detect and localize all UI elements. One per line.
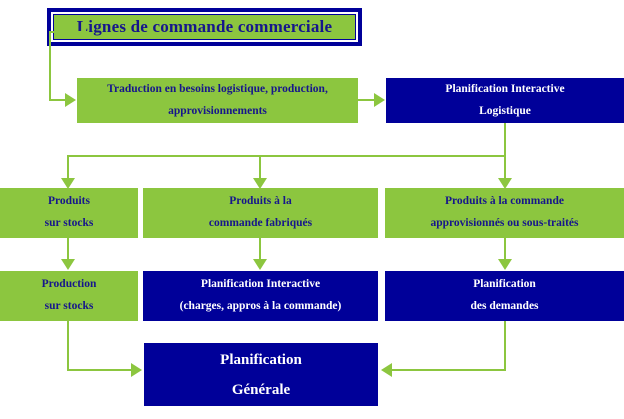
connector-title-to-traduction-bottom (49, 99, 71, 101)
connector-traduction-to-pil (358, 99, 378, 101)
node-label-line1: Planification Interactive (445, 82, 565, 95)
node-label-line2: sur stocks (44, 217, 94, 229)
node-label-line2: sur stocks (44, 300, 94, 312)
arrowhead-into-produits-fabriques (253, 178, 267, 189)
node-label-line1: Produits à la (229, 195, 292, 208)
node-label-line1: Planification Interactive (200, 278, 321, 291)
node-label-line2: Logistique (479, 104, 531, 117)
arrowhead-into-traduction (65, 93, 76, 107)
node-planification-des-demandes[interactable]: Planification des demandes (385, 271, 624, 321)
connector-production-down (67, 321, 69, 371)
arrowhead-into-production-sur-stocks (61, 259, 75, 270)
node-traduction-besoins[interactable]: Traduction en besoins logistique, produc… (77, 78, 358, 123)
connector-demandes-to-generale (392, 369, 506, 371)
node-planification-interactive-logistique[interactable]: Planification Interactive Logistique (386, 78, 624, 123)
connector-production-to-generale (67, 369, 132, 371)
connector-produits-stocks-to-production (67, 238, 69, 262)
connector-bus-to-produits-approvisionnes (504, 155, 506, 181)
node-label-line2: des demandes (470, 300, 539, 312)
node-label-line2: (charges, appros à la commande) (179, 300, 342, 312)
connector-pil-down (504, 123, 506, 156)
node-produits-commande-fabriques[interactable]: Produits à la commande fabriqués (143, 188, 378, 238)
connector-fabriques-to-pi-charges (259, 238, 261, 262)
title-box-inner: Lignes de commande commerciale (53, 14, 356, 40)
arrowhead-into-generale-left (131, 363, 142, 377)
arrowhead-into-pi-charges (253, 259, 267, 270)
node-label-line1: Traduction en besoins logistique, produc… (107, 82, 328, 95)
arrowhead-into-planification-demandes (498, 259, 512, 270)
connector-bus-to-produits-fabriques (259, 155, 261, 181)
arrowhead-into-produits-stocks (61, 178, 75, 189)
node-label: Lignes de commande commerciale (76, 17, 333, 36)
connector-bus-to-produits-stocks (67, 155, 69, 181)
node-label-line1: Production (41, 278, 97, 291)
node-label-line1: Planification (220, 351, 302, 368)
node-label-line2: Générale (231, 381, 291, 398)
node-produits-commande-approvisionnes[interactable]: Produits à la commande approvisionnés ou… (385, 188, 624, 238)
connector-demandes-down (504, 321, 506, 371)
node-lignes-de-commande-commerciale[interactable]: Lignes de commande commerciale (47, 8, 362, 46)
arrowhead-into-generale-right (381, 363, 392, 377)
arrowhead-into-produits-approvisionnes (498, 178, 512, 189)
node-planification-interactive-charges[interactable]: Planification Interactive (charges, appr… (143, 271, 378, 321)
node-produits-sur-stocks[interactable]: Produits sur stocks (0, 188, 138, 238)
connector-row3-bus (67, 155, 506, 157)
node-production-sur-stocks[interactable]: Production sur stocks (0, 271, 138, 321)
node-label-line1: Produits (48, 195, 90, 208)
arrowhead-into-pil (374, 93, 385, 107)
node-label-line1: Planification (473, 278, 536, 291)
node-label-line2: approvisionnés ou sous-traités (430, 217, 579, 229)
connector-title-to-traduction-vertical (49, 31, 51, 100)
node-planification-generale[interactable]: Planification Générale (144, 343, 378, 406)
node-label-line1: Produits à la commande (445, 195, 564, 208)
connector-title-to-traduction-top (49, 31, 89, 33)
node-label-line2: approvisionnements (168, 104, 267, 117)
node-label-line2: commande fabriqués (208, 217, 313, 229)
connector-approvisionnes-to-demandes (504, 238, 506, 262)
